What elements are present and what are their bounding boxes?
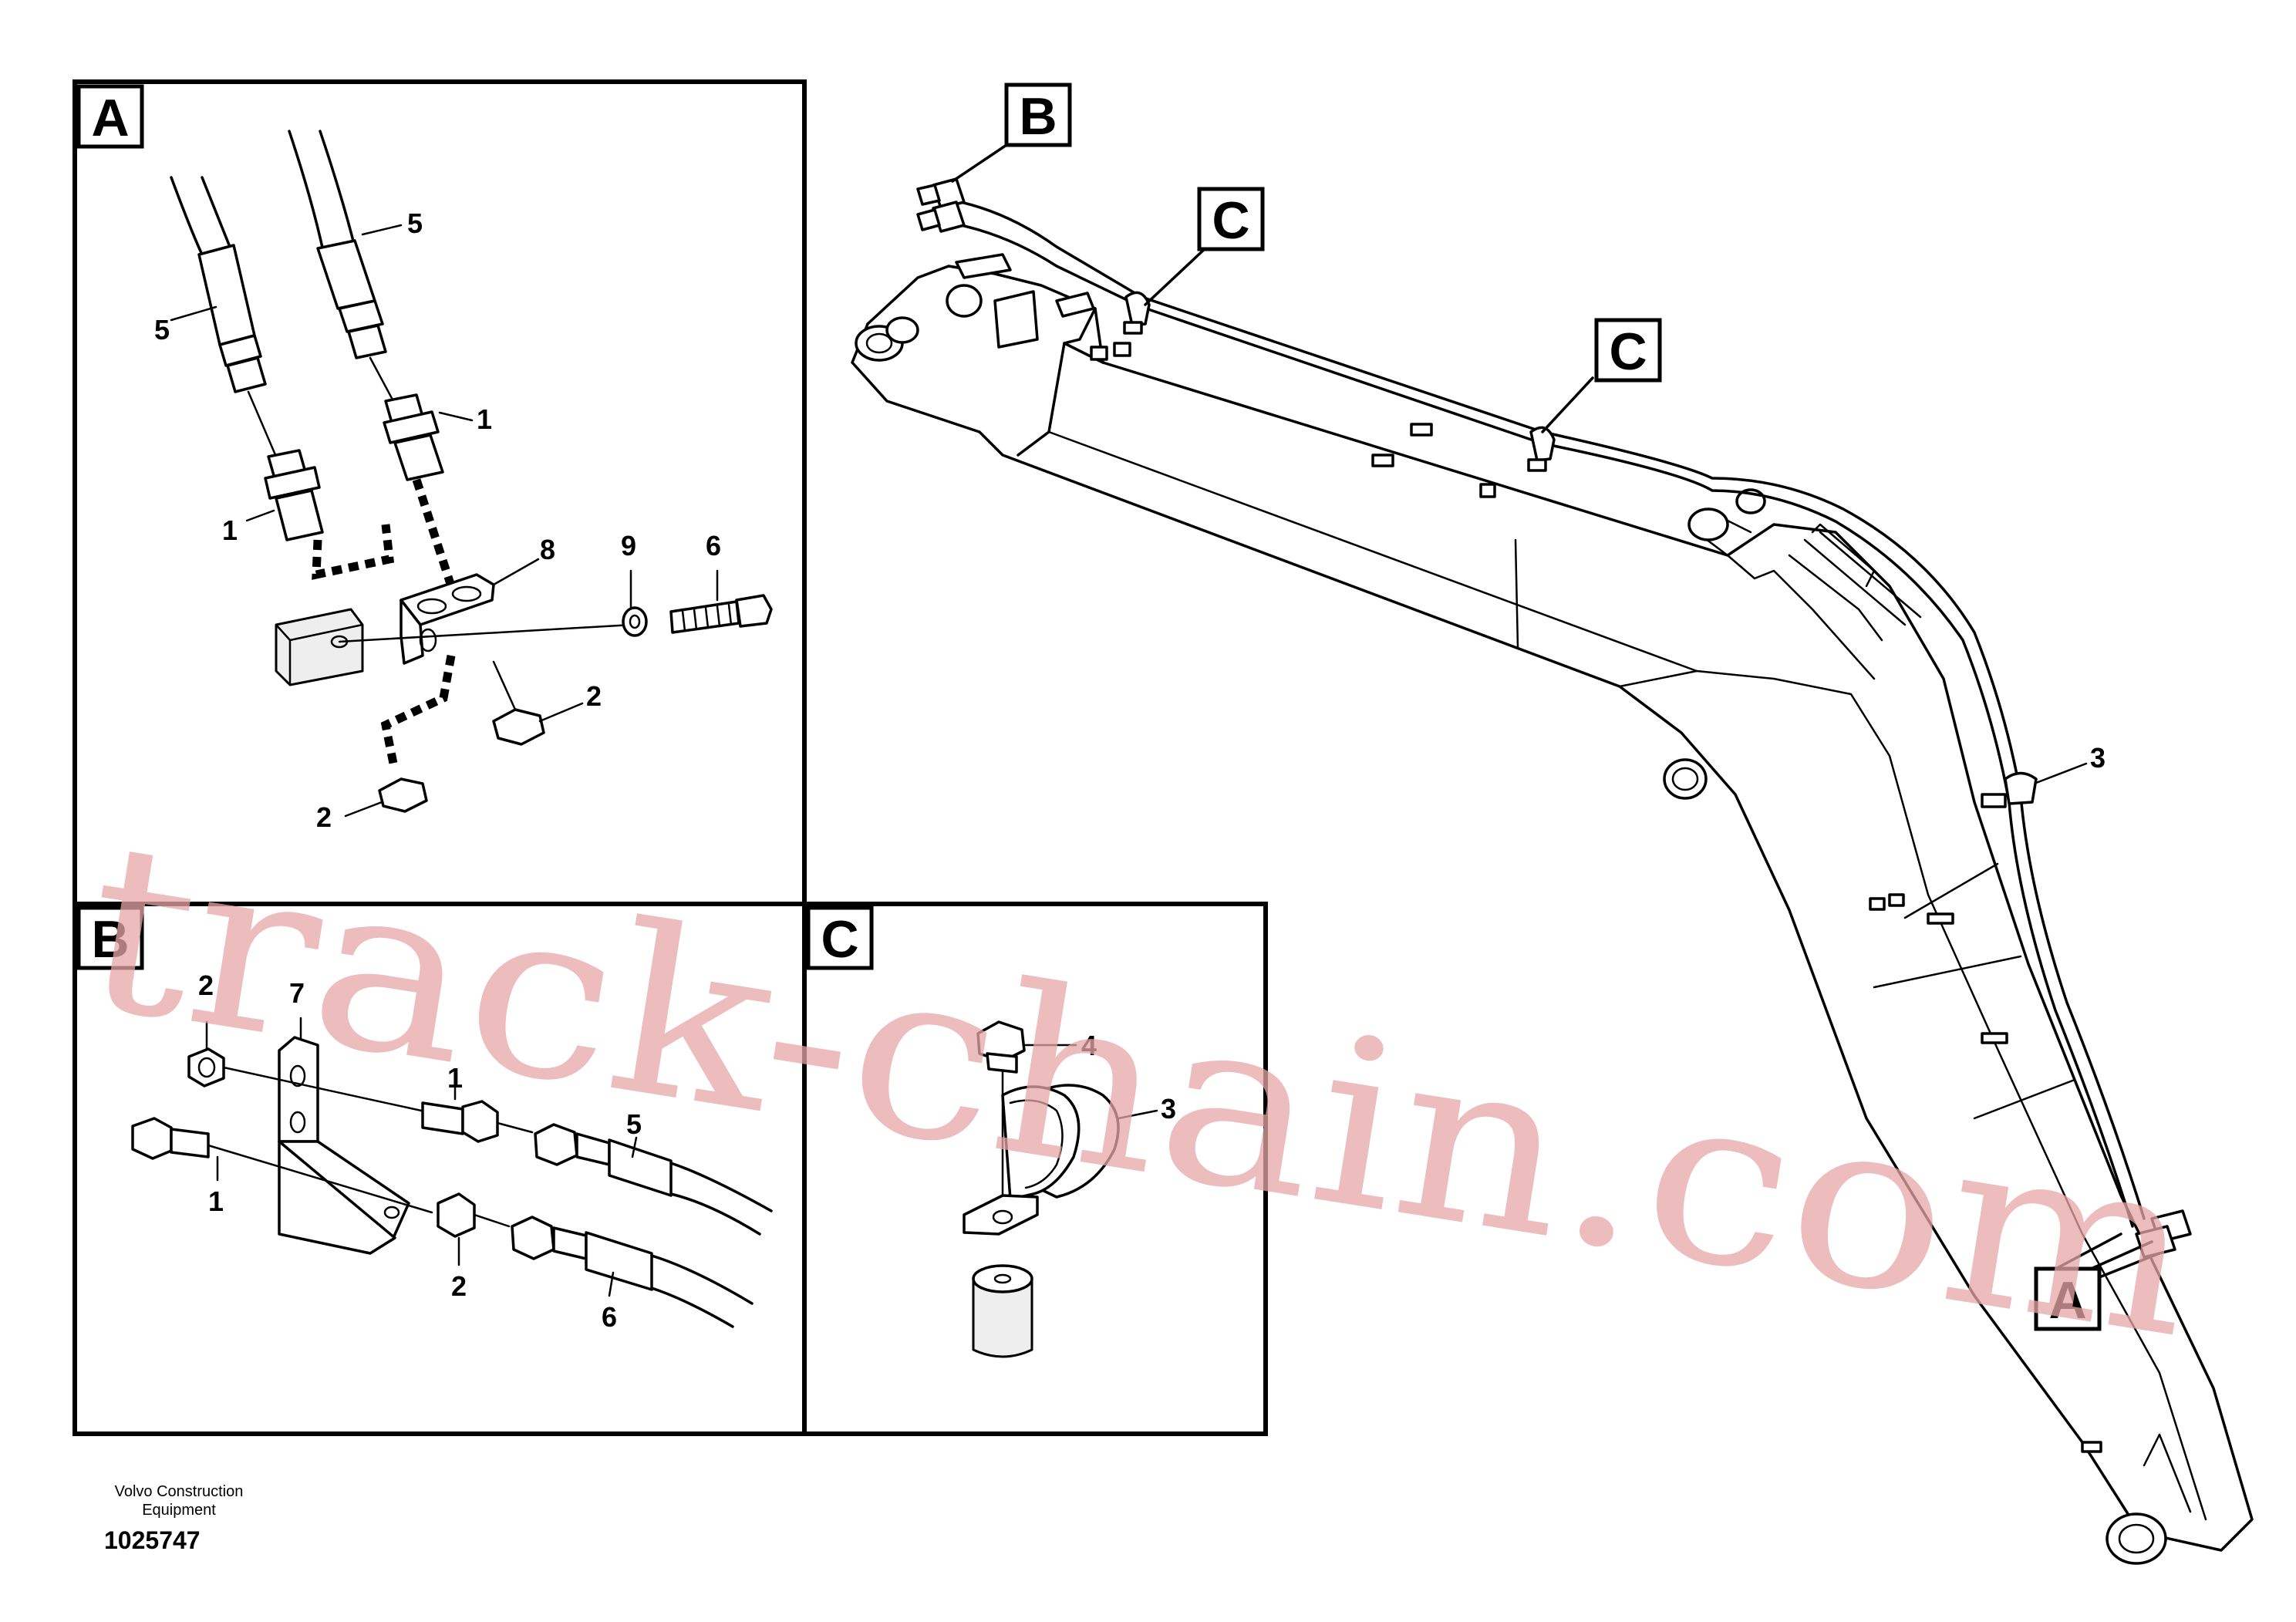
- pointer-b: [951, 143, 1008, 183]
- callout-b-nut-lower: 2: [451, 1270, 467, 1302]
- callout-b-hose-bottom: 6: [602, 1301, 617, 1333]
- callout-a-hose-right: 5: [407, 207, 423, 239]
- detail-a-frame: [72, 79, 807, 906]
- pointer-c-1: [1144, 245, 1209, 306]
- main-label-c-1: C: [1197, 187, 1265, 251]
- arm-assembly: [851, 177, 2254, 1565]
- callout-a-nut-left: 2: [316, 801, 332, 833]
- callout-a-hose-left: 5: [154, 314, 170, 346]
- view-label-b: B: [76, 905, 144, 970]
- svg-text:A: A: [2048, 1271, 2086, 1330]
- detail-a: 5 5 1 1 8 9 6 2 2: [154, 130, 773, 833]
- detail-c: 4 3: [963, 1020, 1176, 1358]
- callout-c-clamp: 3: [1161, 1093, 1176, 1125]
- callout-boom-clamp: 3: [2090, 742, 2106, 774]
- callout-b-bracket: 7: [289, 977, 305, 1009]
- view-label-a: A: [76, 84, 144, 149]
- callout-a-nut-right: 2: [586, 680, 602, 712]
- callout-a-screw: 6: [706, 530, 721, 561]
- callout-a-adapter-right: 1: [477, 403, 492, 435]
- pointer-a: [2050, 1233, 2122, 1273]
- callout-b-hose-top: 5: [626, 1108, 642, 1140]
- pointer-c-2: [1541, 376, 1594, 433]
- svg-text:C: C: [1212, 191, 1249, 250]
- svg-text:A: A: [91, 89, 129, 147]
- main-label-c-2: C: [1594, 318, 1662, 383]
- company-name-line2: Equipment: [142, 1502, 216, 1519]
- callout-a-adapter-left: 1: [222, 514, 238, 546]
- main-label-b: B: [1004, 83, 1072, 147]
- svg-text:B: B: [91, 910, 129, 969]
- detail-c-frame: [802, 902, 1268, 1436]
- detail-b: 2 7 1 5 1 2 6: [131, 969, 773, 1333]
- svg-text:C: C: [1609, 322, 1647, 381]
- company-name-line1: Volvo Construction: [115, 1483, 244, 1500]
- callout-b-adapter-mid: 1: [447, 1062, 463, 1094]
- callout-b-nut: 2: [198, 969, 214, 1001]
- leader-boom-clamp: [2035, 762, 2088, 784]
- view-label-c: C: [806, 905, 874, 970]
- main-label-a: A: [2034, 1266, 2102, 1331]
- watermark: track-chain.com: [69, 791, 2213, 1389]
- callout-b-adapter-left: 1: [208, 1185, 224, 1217]
- callout-c-screw: 4: [1081, 1030, 1097, 1061]
- drawing-number: 1025747: [104, 1526, 201, 1554]
- callout-a-bracket: 8: [540, 534, 555, 565]
- callout-a-washer: 9: [621, 530, 636, 561]
- svg-text:C: C: [821, 910, 858, 969]
- svg-text:B: B: [1019, 87, 1057, 146]
